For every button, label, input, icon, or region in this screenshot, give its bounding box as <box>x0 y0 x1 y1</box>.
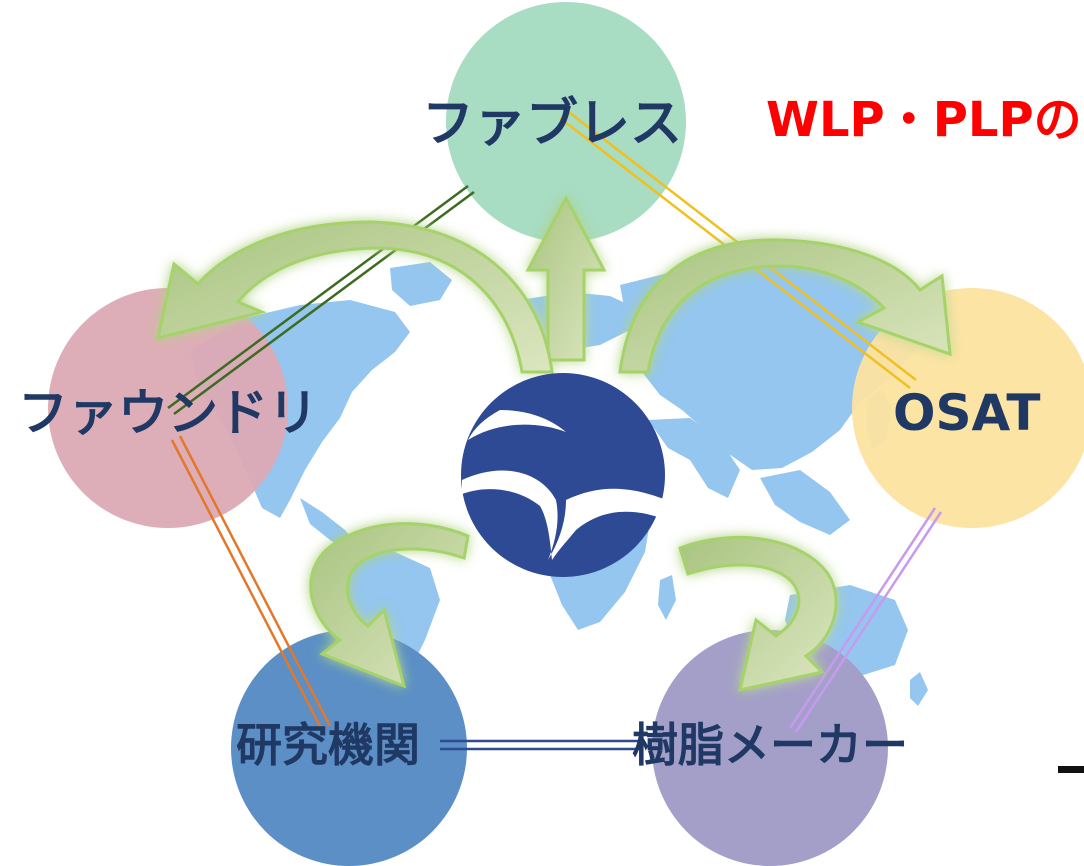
node-label-resin-maker: 樹脂メーカー <box>632 718 908 772</box>
arrow-to-foundry <box>156 220 554 374</box>
node-osat <box>852 288 1084 528</box>
node-label-research: 研究機関 <box>236 718 420 772</box>
node-resin-maker <box>652 630 888 866</box>
node-research <box>231 630 467 866</box>
link-osat-resin <box>788 507 943 733</box>
headline: WLP・PLPの <box>766 92 1082 148</box>
node-label-foundry: ファウンドリ <box>18 384 318 442</box>
node-label-osat: OSAT <box>893 384 1041 442</box>
link-foundry-research <box>170 435 332 731</box>
arrow-to-fabless <box>525 194 607 362</box>
arrow-to-resin <box>678 535 838 692</box>
arrow-to-research <box>309 522 470 689</box>
link-research-resin <box>440 739 642 751</box>
dash-mark <box>1058 766 1084 773</box>
company-logo-icon <box>461 373 666 577</box>
arrow-to-osat <box>618 238 952 374</box>
node-label-fabless: ファブレス <box>422 94 683 154</box>
